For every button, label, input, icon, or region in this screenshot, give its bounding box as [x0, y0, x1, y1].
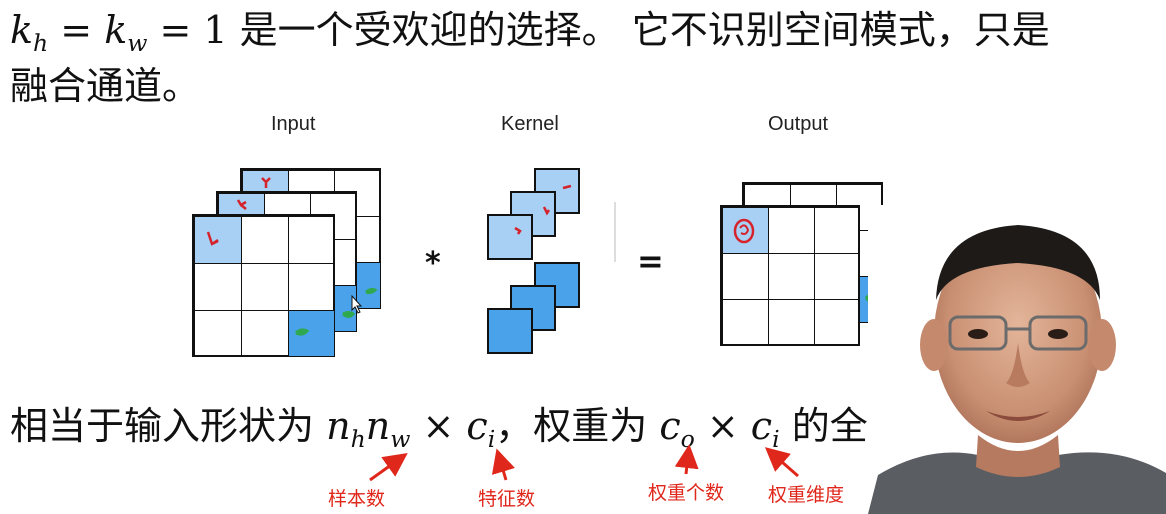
output-layer-front [720, 205, 860, 346]
math-nw-sub: w [390, 425, 411, 454]
kernel-cell-front-top [487, 214, 533, 260]
math-nh: n [326, 404, 351, 448]
math-ci-1: c [466, 404, 488, 448]
annotation-features: 特征数 [478, 488, 536, 510]
math-ci-2-sub: i [772, 425, 780, 454]
intro-text: 是一个受欢迎的选择。 它不识别空间模式，只是 [227, 8, 1050, 52]
math-times-1: × [410, 404, 467, 448]
output-label: Output [768, 113, 829, 135]
math-equals-1: = [48, 8, 105, 52]
math-kh-sub: h [33, 29, 49, 58]
math-kw: k [104, 8, 128, 52]
math-ci-2: c [750, 404, 773, 448]
input-handwriting-marks [206, 177, 378, 336]
divider-line [614, 202, 616, 262]
math-ci-1-sub: i [487, 425, 496, 454]
output-front-cell-r3c3 [814, 299, 860, 346]
equals-operator: = [637, 242, 664, 280]
convolution-operator: * [425, 246, 441, 281]
math-kh: k [10, 8, 34, 52]
input-layer-front [192, 214, 335, 357]
summary-mid: ，权重为 [495, 404, 660, 448]
math-times-2: × [694, 404, 751, 448]
annotation-weight-dim: 权重维度 [768, 484, 845, 506]
annotation-samples: 样本数 [328, 488, 386, 510]
summary-prefix: 相当于输入形状为 [10, 404, 327, 448]
summary-line: 相当于输入形状为 nhnw × ci，权重为 co × ci 的全连 [10, 398, 906, 467]
input-label: Input [271, 113, 316, 135]
math-co: c [659, 404, 681, 448]
intro-line-1: kh = kw = 1 是一个受欢迎的选择。 它不识别空间模式，只是 [10, 2, 1050, 71]
presenter-webcam [868, 205, 1166, 514]
math-nh-sub: h [350, 425, 366, 454]
kernel-cell-front-bottom [487, 308, 533, 354]
annotation-num-weights: 权重个数 [648, 482, 725, 504]
kernel-handwriting-marks [514, 184, 572, 235]
math-nw: n [365, 404, 391, 448]
kernel-label: Kernel [501, 113, 559, 135]
math-kw-sub: w [127, 29, 148, 58]
intro-line-2: 融合通道。 [10, 64, 201, 108]
math-equals-2: = 1 [147, 8, 228, 52]
